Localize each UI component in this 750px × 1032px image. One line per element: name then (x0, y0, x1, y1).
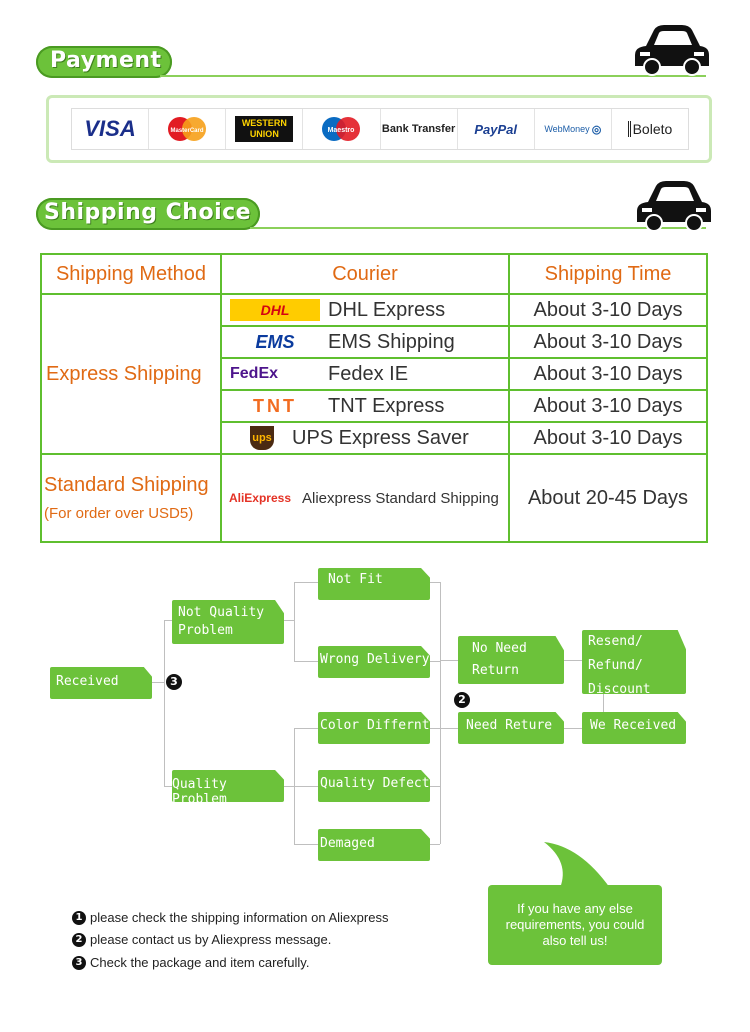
shipping-time: About 3-10 Days (508, 389, 708, 423)
note-3: 3 Check the package and item carefully. (72, 955, 309, 970)
flow-need-return: Need Reture (458, 712, 564, 744)
svg-text:Maestro: Maestro (328, 127, 355, 134)
flow-demaged: Demaged (318, 829, 430, 861)
table-header-row: Shipping Method Courier Shipping Time (40, 253, 708, 295)
flow-we-received: We Received (582, 712, 686, 744)
flow-color-differnt: Color Differnt (318, 712, 430, 744)
header-courier: Courier (220, 253, 510, 295)
speech-bubble: If you have any else requirements, you c… (488, 885, 662, 965)
step-3-badge: 3 (166, 674, 182, 690)
flow-wrong-delivery: Wrong Delivery (318, 646, 430, 678)
note-1-badge: 1 (72, 910, 86, 925)
shipping-time: About 3-10 Days (508, 421, 708, 455)
table-row: Express Shipping DHL DHL Express About 3-… (40, 293, 708, 455)
car-icon (635, 25, 709, 76)
flow-received: Received (50, 667, 152, 699)
table-row: EMS EMS Shipping About 3-10 Days (41, 325, 708, 359)
fedex-logo: FedEx (230, 365, 279, 382)
note-2-text: please contact us by Aliexpress message. (90, 932, 332, 947)
note-2: 2 please contact us by Aliexpress message… (72, 932, 331, 947)
courier-name: Aliexpress Standard Shipping (302, 489, 499, 507)
note-1: 1 please check the shipping information o… (72, 910, 388, 925)
shipping-table: Shipping Method Courier Shipping Time Ex… (40, 253, 708, 543)
payment-title: Payment (50, 48, 162, 73)
express-shipping-label: Express Shipping (40, 293, 222, 455)
western-union-logo: WESTERN UNION (226, 109, 304, 149)
flow-no-need-return: No Need Return (458, 636, 564, 684)
payment-divider (160, 75, 706, 77)
car-icon (637, 181, 711, 232)
table-row: ups UPS Express Saver About 3-10 Days (41, 421, 708, 455)
mastercard-logo: MasterCard (149, 109, 227, 149)
ups-logo: ups (250, 426, 274, 450)
courier-cell: FedEx Fedex IE (220, 357, 510, 391)
courier-name: TNT Express (328, 394, 445, 417)
shipping-title-pill: Shipping Choice (36, 198, 260, 230)
tnt-logo: TNT (253, 395, 297, 416)
courier-name: EMS Shipping (328, 330, 455, 353)
dhl-logo: DHL (230, 299, 320, 321)
courier-name: Fedex IE (328, 362, 409, 385)
aliexpress-logo: AliExpress (228, 491, 292, 505)
note-3-text: Check the package and item carefully. (90, 955, 310, 970)
table-row: TNT TNT Express About 3-10 Days (41, 389, 708, 423)
shipping-title: Shipping Choice (44, 200, 252, 225)
ems-logo: EMS (255, 331, 295, 352)
flow-not-quality-problem: Not Quality Problem (172, 600, 284, 644)
paypal-logo: PayPal (458, 109, 535, 149)
payment-methods-panel: VISA MasterCard WESTERN UNION Maestro Ba… (46, 95, 712, 163)
standard-shipping-cell: Standard Shipping (For order over USD5) (40, 453, 222, 543)
boleto-logo: Boleto (612, 109, 688, 149)
header-shipping-method: Shipping Method (40, 253, 222, 295)
table-row: Standard Shipping (For order over USD5) … (40, 453, 708, 543)
shipping-time: About 3-10 Days (508, 325, 708, 359)
shipping-time: About 3-10 Days (508, 357, 708, 391)
shipping-time: About 3-10 Days (508, 293, 708, 327)
note-2-badge: 2 (72, 932, 86, 947)
flow-quality-problem: Quality Problem (172, 770, 284, 802)
courier-name: UPS Express Saver (292, 426, 469, 449)
shipping-time: About 20-45 Days (508, 453, 708, 543)
bank-transfer-logo: Bank Transfer (381, 109, 458, 149)
step-2-badge: 2 (454, 692, 470, 708)
shipping-divider (250, 227, 706, 229)
header-shipping-time: Shipping Time (508, 253, 708, 295)
maestro-logo: Maestro (303, 109, 381, 149)
note-3-badge: 3 (72, 955, 86, 970)
courier-cell: AliExpress Aliexpress Standard Shipping (220, 453, 510, 543)
courier-cell: ups UPS Express Saver (220, 421, 510, 455)
courier-cell: EMS EMS Shipping (220, 325, 510, 359)
flow-quality-defect: Quality Defect (318, 770, 430, 802)
table-row: FedEx Fedex IE About 3-10 Days (41, 357, 708, 391)
speech-bubble-tail (544, 842, 610, 888)
standard-shipping-note: (For order over USD5) (44, 505, 194, 522)
courier-cell: DHL DHL Express (220, 293, 510, 327)
note-1-text: please check the shipping information on… (90, 910, 389, 925)
speech-bubble-text: If you have any else requirements, you c… (505, 901, 645, 948)
flow-not-fit: Not Fit (318, 568, 430, 600)
svg-text:MasterCard: MasterCard (171, 128, 204, 134)
payment-title-pill: Payment (36, 46, 172, 78)
courier-cell: TNT TNT Express (220, 389, 510, 423)
webmoney-logo: WebMoney◎ (535, 109, 612, 149)
flow-resend-refund-discount: Resend/ Refund/ Discount (582, 630, 686, 694)
courier-name: DHL Express (328, 298, 446, 321)
standard-shipping-label: Standard Shipping (44, 474, 209, 496)
visa-logo: VISA (72, 109, 150, 149)
